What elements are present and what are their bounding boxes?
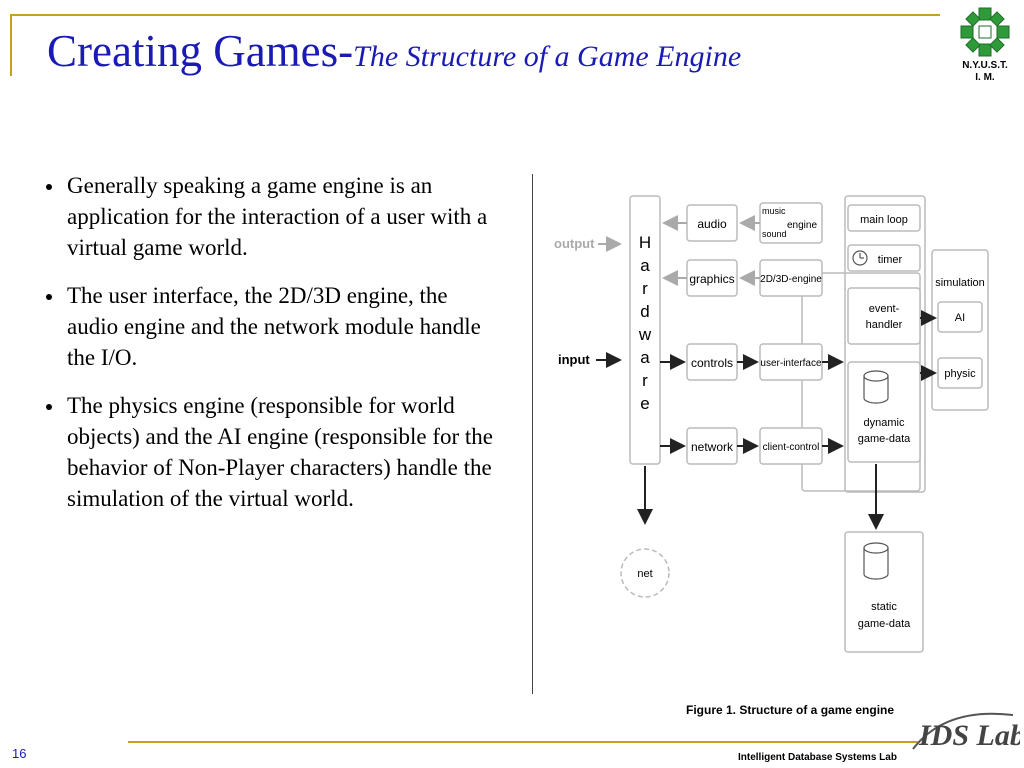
database-icon — [863, 542, 889, 580]
main-loop-label: main loop — [860, 214, 908, 226]
bullet-list: Generally speaking a game engine is an a… — [44, 170, 504, 531]
client-control-label: client-control — [763, 442, 820, 453]
ids-lab-logo: IDS Lab — [912, 712, 1020, 752]
database-icon — [863, 370, 889, 404]
hardware-letter: r — [642, 371, 648, 390]
bullet-item: Generally speaking a game engine is an a… — [44, 170, 504, 263]
engine-label: engine — [787, 220, 817, 231]
footer-rule — [128, 741, 918, 743]
dynamic-data-label: game-data — [858, 433, 911, 445]
input-label: input — [558, 352, 590, 367]
bullet-dot-icon — [46, 184, 52, 190]
dynamic-data-label: dynamic — [864, 417, 905, 429]
bullet-item: The user interface, the 2D/3D engine, th… — [44, 280, 504, 373]
bullet-text: The physics engine (responsible for worl… — [67, 393, 494, 511]
bullet-item: The physics engine (responsible for worl… — [44, 390, 504, 514]
hardware-letter: e — [640, 394, 649, 413]
column-divider — [532, 174, 533, 694]
static-data-label: game-data — [858, 618, 911, 630]
render-engine-label: 2D/3D-engine — [760, 274, 822, 285]
game-engine-diagram: output input H a r d w a r e audio music… — [554, 195, 989, 653]
user-interface-label: user-interface — [760, 358, 822, 369]
static-data-label: static — [871, 601, 897, 613]
hardware-letter: a — [640, 348, 650, 367]
top-left-rule-vertical — [10, 14, 12, 76]
title-main: Creating Games- — [47, 26, 354, 76]
hardware-box — [629, 195, 661, 465]
music-label: music — [762, 206, 786, 216]
nyust-logo-text: N.Y.U.S.T. I. M. — [945, 60, 1024, 84]
figure-caption: Figure 1. Structure of a game engine — [686, 703, 895, 717]
bullet-dot-icon — [46, 404, 52, 410]
dynamic-data-box — [847, 361, 921, 463]
ai-label: AI — [955, 312, 965, 324]
logo-line-1: N.Y.U.S.T. — [962, 60, 1008, 71]
bullet-dot-icon — [46, 294, 52, 300]
slide-title: Creating Games-The Structure of a Game E… — [47, 26, 867, 76]
nyust-logo — [960, 7, 1010, 57]
hardware-letter: a — [640, 256, 650, 275]
physic-box — [937, 357, 983, 389]
main-loop-box — [847, 204, 921, 232]
sound-label: sound — [762, 229, 787, 239]
controls-label: controls — [691, 356, 733, 370]
bullet-text: The user interface, the 2D/3D engine, th… — [67, 283, 481, 370]
event-handler-label: handler — [866, 319, 903, 331]
hardware-letter: H — [639, 233, 651, 252]
hardware-letter: r — [642, 279, 648, 298]
graphics-label: graphics — [689, 272, 734, 286]
logo-lettering: IDS Lab — [918, 719, 1020, 752]
logo-swoosh — [912, 712, 1014, 750]
output-label: output — [554, 236, 595, 251]
title-subtitle: The Structure of a Game Engine — [353, 40, 742, 73]
clock-icon — [852, 250, 868, 266]
net-cloud-icon — [620, 548, 670, 598]
timer-label: timer — [878, 254, 903, 266]
net-label: net — [637, 568, 652, 580]
hardware-letter: d — [640, 302, 649, 321]
event-handler-label: event- — [869, 303, 900, 315]
physic-label: physic — [944, 368, 976, 380]
audio-label: audio — [697, 217, 727, 231]
simulation-label: simulation — [935, 277, 985, 289]
core-region — [844, 195, 926, 493]
bullet-text: Generally speaking a game engine is an a… — [67, 173, 488, 260]
top-rule — [10, 14, 940, 16]
page-number: 16 — [12, 746, 27, 761]
network-label: network — [691, 440, 734, 454]
timer-box — [847, 244, 921, 272]
ai-box — [937, 301, 983, 333]
footer-lab-name: Intelligent Database Systems Lab — [738, 752, 897, 763]
event-handler-box — [847, 287, 921, 345]
hardware-letter: w — [638, 325, 652, 344]
logo-line-2: I. M. — [975, 72, 995, 83]
